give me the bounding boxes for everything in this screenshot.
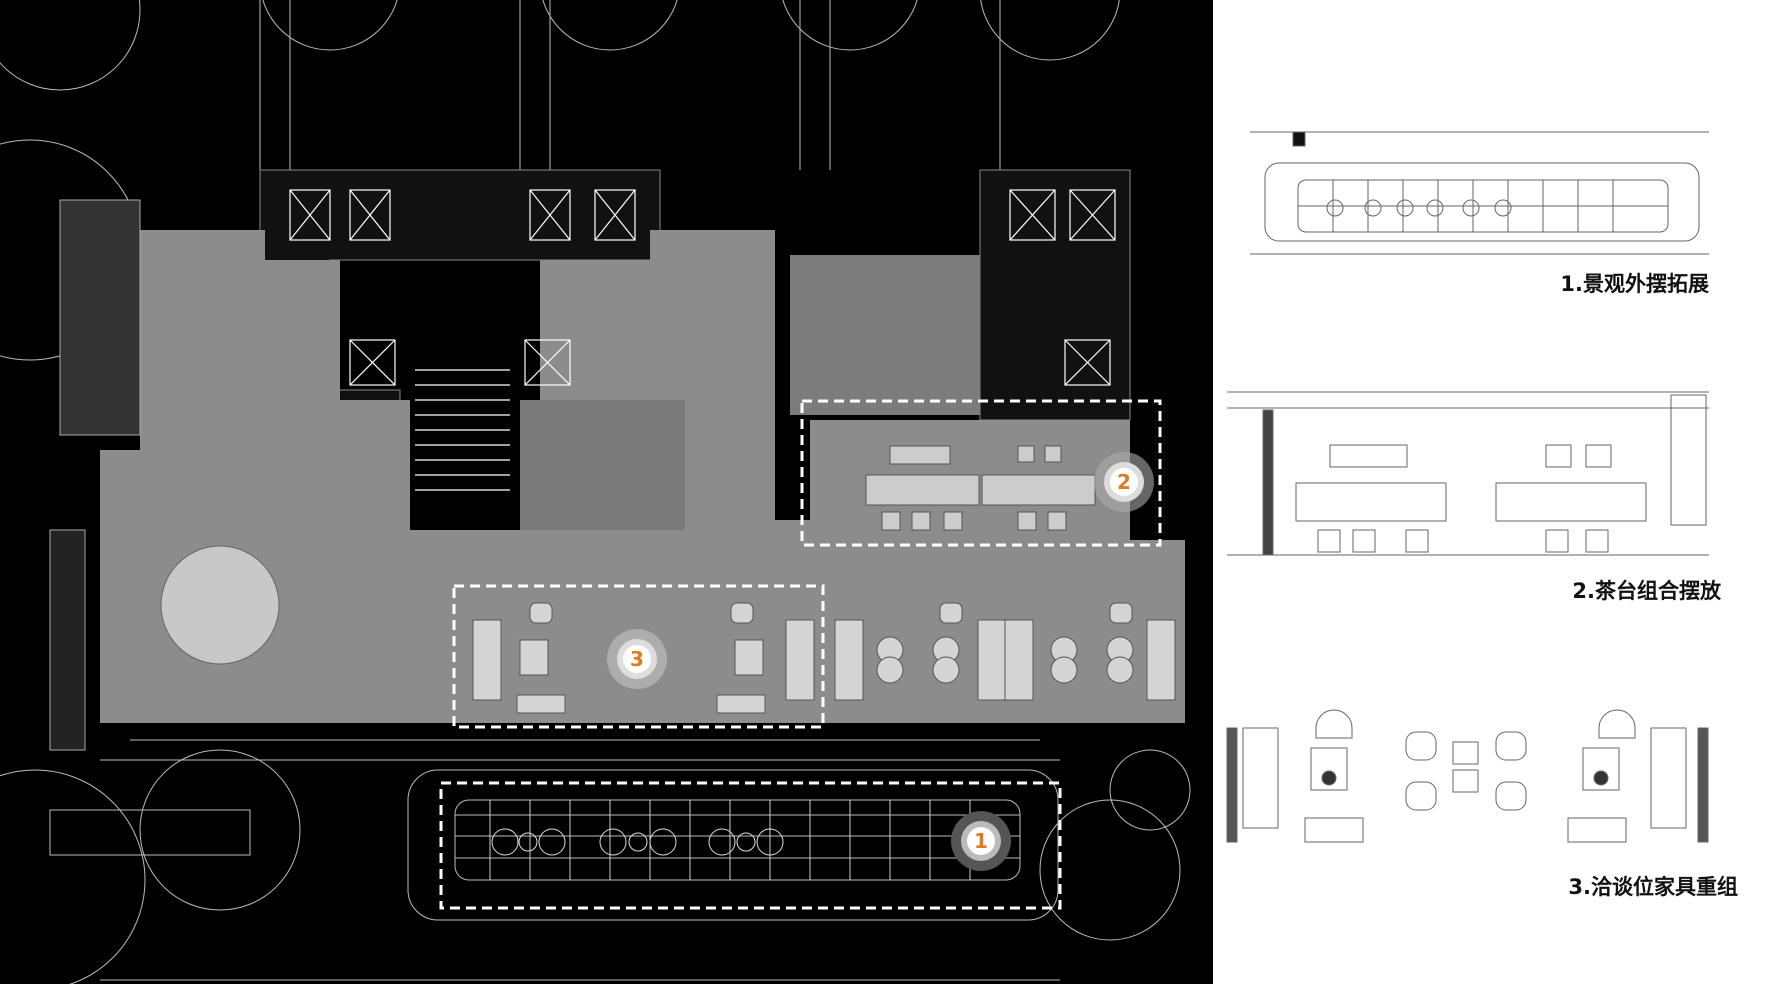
- zone-marker-2[interactable]: 2: [1094, 452, 1154, 512]
- detail-panel: 1.景观外摆拓展 2.茶台组合摆放 3.洽谈位家具重组: [1213, 0, 1772, 984]
- zone-marker-3-label: 3: [630, 647, 644, 671]
- detail-sketch-2: [1227, 391, 1709, 556]
- outdoor-chairs: [491, 828, 784, 856]
- detail-label-3: 3.洽谈位家具重组: [1568, 875, 1738, 899]
- detail-sketch-1: [1250, 131, 1709, 255]
- zone-2-outline: [800, 399, 1162, 547]
- zone-marker-3[interactable]: 3: [607, 629, 667, 689]
- zone-marker-2-label: 2: [1117, 470, 1131, 494]
- zone-1-outline: [439, 781, 1062, 910]
- paving-grid: [489, 800, 971, 880]
- highlight-zones: [439, 399, 1162, 910]
- zone-marker-1-label: 1: [974, 829, 988, 853]
- detail-label-1: 1.景观外摆拓展: [1560, 272, 1709, 296]
- round-rug: [160, 545, 280, 665]
- zone-3-outline: [452, 584, 825, 729]
- lounge-furniture: [472, 602, 1176, 714]
- detail-label-2: 2.茶台组合摆放: [1572, 579, 1721, 603]
- zone-marker-1[interactable]: 1: [951, 811, 1011, 871]
- tea-tables: [865, 445, 1096, 531]
- elevators: [289, 189, 1116, 491]
- floor-area: [49, 199, 1185, 751]
- detail-sketch-3: [1226, 709, 1709, 843]
- site-linework: [0, 0, 1191, 988]
- floor-plan-drawing: 1 2 3: [0, 0, 1191, 988]
- detail-sketches: [1226, 131, 1709, 843]
- floor-plan: 1 2 3: [0, 0, 1213, 988]
